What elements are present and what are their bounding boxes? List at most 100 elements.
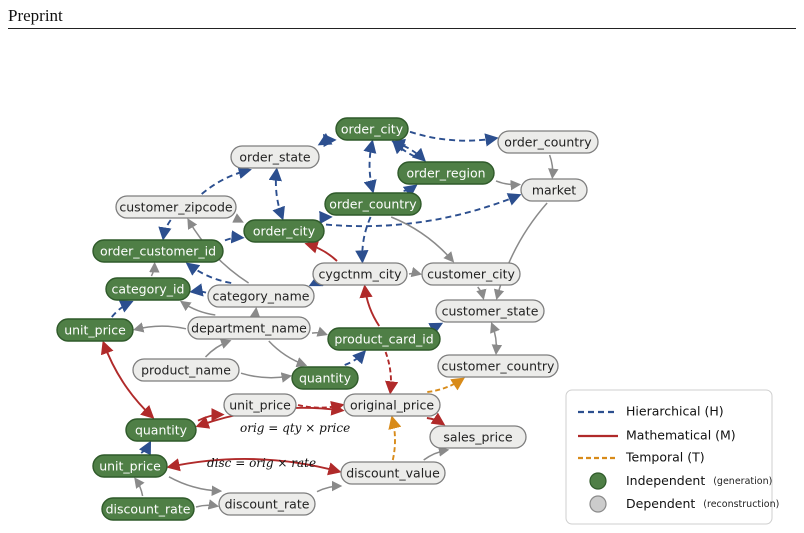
- node-customer_zipcode-pill: [115, 195, 237, 219]
- node-quantity_mid-label: quantity: [299, 371, 352, 386]
- edge-mathematical-product_card_id-to-original_price: [384, 351, 399, 395]
- node-category_id-label: category_id: [112, 282, 185, 297]
- edge-mathematical-original_price-to-sales_price: [426, 412, 446, 426]
- node-sales_price: sales_price: [429, 425, 527, 449]
- edge-reconstruction-discount_rate_left-to-discount_rate_right: [195, 499, 220, 510]
- node-order_city_mid-label: order_city: [253, 224, 316, 239]
- node-customer_state-label: customer_state: [442, 304, 539, 319]
- edge-reconstruction-department_name-to-product_card_id: [311, 326, 328, 337]
- edge-mathematical-cygctnm_city-to-order_city_mid: [304, 240, 338, 262]
- edge-reconstruction-department_name-to-quantity_mid: [268, 340, 308, 368]
- orig-equation: orig = qty × price: [240, 421, 350, 435]
- edge-hierarchical-quantity_mid-to-product_card_id: [344, 350, 367, 366]
- node-product_name-pill: [132, 358, 240, 382]
- node-department_name-pill: [187, 316, 311, 340]
- legend-temporal-label: Temporal (T): [625, 450, 705, 465]
- legend-independent-label: Independent: [626, 473, 705, 488]
- edge-reconstruction-discount_rate_left-to-unit_price_low: [134, 477, 145, 497]
- legend: Hierarchical (H) Mathematical (M) Tempor…: [565, 389, 779, 525]
- node-order_region-pill: [397, 161, 495, 185]
- edge-hierarchical-category_name-to-category_id: [189, 283, 207, 297]
- node-discount_value-label: discount_value: [346, 466, 440, 481]
- node-order_country_top: order_country: [497, 130, 599, 154]
- edge-hierarchical-order_city_top-to-order_country_top: [409, 130, 499, 147]
- edge-reconstruction-customer_state-to-customer_country: [490, 322, 503, 356]
- node-discount_value: discount_value: [340, 461, 446, 485]
- node-quantity_mid: quantity: [291, 366, 359, 390]
- edge-layer: [100, 130, 559, 510]
- edge-reconstruction-order_country_mid-to-customer_city: [390, 216, 455, 263]
- edge-hierarchical-order_region-to-order_city_top: [391, 140, 425, 161]
- edge-hierarchical-order_customer_id-to-order_city_mid: [224, 230, 245, 244]
- edge-reconstruction-category_id-to-order_customer_id: [149, 261, 160, 277]
- node-customer_country-pill: [437, 354, 559, 378]
- node-unit_price_low-pill: [92, 454, 168, 478]
- edge-hierarchical-customer_zipcode-to-order_state: [201, 165, 252, 195]
- legend-independent-swatch: [589, 472, 607, 490]
- node-order_country_mid-pill: [324, 192, 422, 216]
- node-product_card_id: product_card_id: [327, 327, 441, 351]
- node-market-label: market: [532, 183, 576, 198]
- page-header: Preprint: [8, 6, 63, 25]
- node-sales_price-pill: [429, 425, 527, 449]
- node-quantity_low-label: quantity: [135, 423, 188, 438]
- node-department_name-label: department_name: [191, 321, 307, 336]
- edge-reconstruction-department_name-to-unit_price_left: [132, 322, 187, 333]
- node-customer_city: customer_city: [421, 262, 521, 286]
- node-original_price-pill: [343, 393, 441, 417]
- node-order_country_top-pill: [497, 130, 599, 154]
- node-order_country_mid-label: order_country: [329, 197, 417, 212]
- node-discount_rate_right: discount_rate: [218, 492, 316, 516]
- node-order_state-label: order_state: [239, 150, 311, 165]
- edge-reconstruction-cygctnm_city-to-customer_city: [408, 266, 423, 278]
- edge-temporal-original_price-to-customer_country: [427, 377, 465, 393]
- edge-mathematical-unit_price_low-to-discount_value: [166, 458, 342, 476]
- legend-hierarchical-label: Hierarchical (H): [626, 404, 724, 419]
- node-order_customer_id: order_customer_id: [92, 239, 224, 263]
- node-discount_value-pill: [340, 461, 446, 485]
- node-cygctnm_city-label: cygctnm_city: [319, 267, 403, 282]
- legend-dependent-label: Dependent: [626, 496, 695, 511]
- edge-reconstruction-market-to-customer_state: [493, 202, 548, 301]
- node-discount_rate_left-pill: [101, 497, 195, 521]
- node-discount_rate_right-pill: [218, 492, 316, 516]
- node-customer_country-label: customer_country: [442, 359, 556, 374]
- legend-mathematical-label: Mathematical (M): [626, 428, 736, 443]
- node-discount_rate_right-label: discount_rate: [225, 497, 310, 512]
- node-customer_city-label: customer_city: [427, 267, 515, 282]
- node-order_customer_id-label: order_customer_id: [100, 244, 216, 259]
- edge-hierarchical-order_city_top-to-order_country_mid: [363, 139, 377, 194]
- edge-reconstruction-discount_value-to-sales_price: [423, 446, 450, 461]
- node-product_name: product_name: [132, 358, 240, 382]
- edge-reconstruction-discount_rate_right-to-discount_value: [316, 480, 343, 493]
- node-quantity_low: quantity: [125, 418, 197, 442]
- edge-reconstruction-customer_zipcode-to-order_city_mid: [232, 213, 244, 223]
- edge-reconstruction-order_country_top-to-market: [548, 154, 559, 180]
- node-department_name: department_name: [187, 316, 311, 340]
- node-order_city_top-pill: [335, 117, 409, 141]
- node-category_name: category_name: [207, 284, 315, 308]
- node-order_city_mid: order_city: [243, 219, 325, 243]
- node-order_region: order_region: [397, 161, 495, 185]
- node-customer_country: customer_country: [437, 354, 559, 378]
- node-order_city_top: order_city: [335, 117, 409, 141]
- node-discount_rate_left-label: discount_rate: [106, 502, 191, 517]
- edge-reconstruction-department_name-to-category_name: [249, 306, 261, 318]
- node-category_id-pill: [105, 277, 191, 301]
- edge-hierarchical-customer_zipcode-to-order_customer_id: [158, 219, 172, 241]
- edge-reconstruction-customer_city-to-customer_state: [476, 286, 487, 301]
- svg-text:Independent (generation): Independent (generation): [626, 473, 772, 488]
- node-product_card_id-pill: [327, 327, 441, 351]
- node-order_customer_id-pill: [92, 239, 224, 263]
- node-original_price-label: original_price: [350, 398, 434, 413]
- legend-dependent-swatch: [589, 495, 607, 513]
- edge-hierarchical-product_card_id-to-customer_state: [428, 322, 444, 335]
- svg-text:Dependent (reconstructio: Dependent (reconstruction): [626, 496, 779, 511]
- node-unit_price_mid: unit_price: [223, 393, 297, 417]
- node-unit_price_low-label: unit_price: [99, 459, 161, 474]
- header-rule: [8, 28, 796, 29]
- edge-hierarchical-unit_price_left-to-category_id: [111, 300, 134, 318]
- node-category_id: category_id: [105, 277, 191, 301]
- edge-hierarchical-order_country_mid-to-order_region: [402, 184, 418, 198]
- edge-reconstruction-product_name-to-quantity_mid: [240, 372, 293, 383]
